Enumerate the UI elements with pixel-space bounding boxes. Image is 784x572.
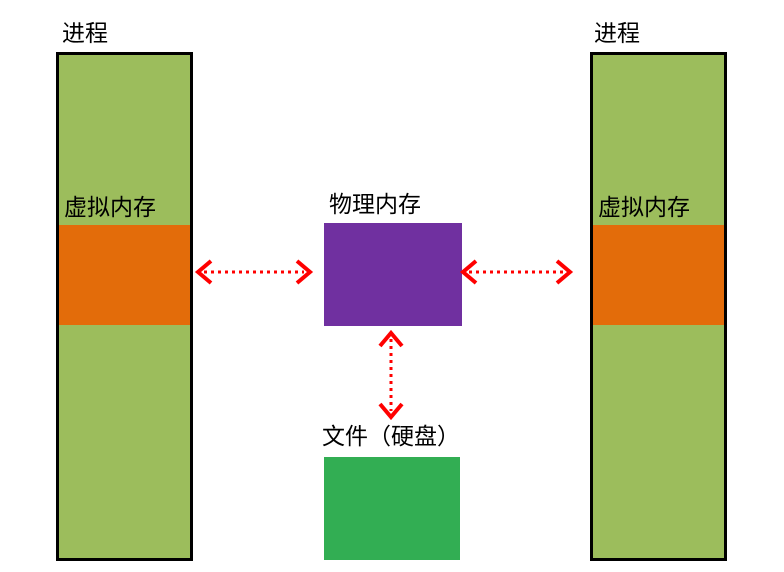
left-process-label: 进程	[62, 21, 108, 47]
physical-memory-box	[324, 223, 462, 326]
right-virtual-memory-band	[593, 225, 724, 325]
left-process-bar: 虚拟内存	[56, 52, 193, 561]
right-double-arrow-icon	[459, 258, 574, 286]
right-process-bar: 虚拟内存	[590, 52, 727, 561]
physical-memory-label: 物理内存	[329, 192, 421, 218]
right-virtual-memory-label: 虚拟内存	[598, 195, 690, 221]
left-virtual-memory-label: 虚拟内存	[64, 195, 156, 221]
file-label: 文件（硬盘）	[322, 424, 460, 450]
right-process-label: 进程	[594, 21, 640, 47]
vertical-double-arrow-icon	[377, 329, 405, 421]
file-box	[324, 457, 460, 560]
left-virtual-memory-band	[59, 225, 190, 325]
left-double-arrow-icon	[194, 258, 314, 286]
